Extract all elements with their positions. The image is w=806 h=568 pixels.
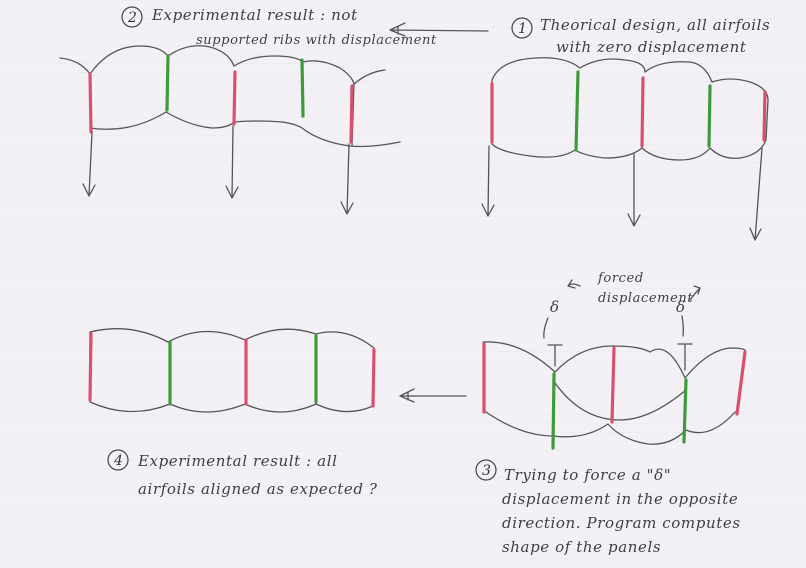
delta-pointer (567, 279, 581, 289)
panel-outline (482, 341, 746, 379)
rib-green (682, 378, 688, 444)
note-line: supported ribs with displacement (196, 33, 437, 48)
rib-red (610, 346, 616, 424)
rib-green (707, 84, 712, 148)
displacement-marker (547, 344, 563, 367)
panel-outline (89, 328, 375, 413)
note-number-circle (107, 449, 129, 471)
rib-red (735, 350, 747, 416)
rib-red (88, 72, 93, 134)
load-arrow (627, 153, 641, 227)
diagram-forced-displacement (482, 279, 747, 450)
panel-outline (59, 45, 386, 85)
note-forced-displacement: δ δ forced displacement (550, 271, 693, 316)
note-number: 4 (113, 453, 123, 469)
note-line: shape of the panels (502, 538, 661, 556)
displacement-marker (677, 343, 693, 371)
delta-pointer (543, 317, 549, 339)
note-line: with zero displacement (556, 38, 747, 56)
note-1: 1 Theorical design, all airfoils with ze… (511, 16, 770, 56)
flow-arrow-1-to-2 (389, 22, 489, 37)
note-2: 2 Experimental result : not supported ri… (121, 6, 437, 48)
rib-red (762, 90, 767, 142)
delta-pointer (689, 285, 701, 301)
load-arrow (749, 147, 763, 241)
panel-outline-lower (482, 409, 736, 445)
panel-outline-lower-2 (552, 379, 687, 421)
diagram-theoretical-design (481, 57, 769, 241)
note-line: Experimental result : all (137, 452, 338, 470)
load-arrow (340, 143, 354, 215)
rib-red (640, 76, 645, 148)
load-arrow (481, 145, 495, 217)
note-line: Experimental result : not (151, 6, 358, 24)
note-3: 3 Trying to force a "δ" displacement in … (475, 459, 741, 556)
load-arrow (225, 125, 239, 199)
note-number-circle (511, 17, 533, 39)
rib-green (165, 54, 170, 112)
load-arrow (82, 131, 96, 197)
diagram-displaced-ribs (59, 45, 401, 215)
note-line: Theorical design, all airfoils (540, 16, 770, 34)
note-line: airfoils aligned as expected ? (138, 480, 378, 498)
note-line: displacement in the opposite (502, 490, 738, 508)
note-line: displacement (598, 291, 693, 306)
rib-red (371, 348, 376, 408)
note-line: Trying to force a "δ" (504, 466, 671, 484)
note-number: 3 (482, 463, 491, 479)
delta-pointer (681, 315, 684, 337)
delta-symbol: δ (550, 298, 560, 316)
note-number-circle (475, 459, 497, 481)
note-line: direction. Program computes (502, 514, 741, 532)
note-number: 1 (518, 21, 527, 37)
rib-green (574, 70, 580, 152)
panel-outline-lower (89, 111, 401, 148)
note-line: forced (597, 271, 644, 286)
rib-red (349, 84, 354, 144)
flow-arrow-3-to-4 (399, 388, 467, 403)
note-number: 2 (127, 10, 137, 26)
diagram-aligned-result (88, 328, 376, 413)
delta-symbol: δ (676, 298, 686, 316)
note-number-circle (121, 6, 143, 28)
panel-outline (491, 57, 769, 161)
rib-red (88, 332, 93, 402)
note-4: 4 Experimental result : all airfoils ali… (107, 449, 378, 498)
rib-green (300, 58, 305, 118)
rib-green (551, 372, 556, 450)
rib-red (232, 70, 237, 126)
